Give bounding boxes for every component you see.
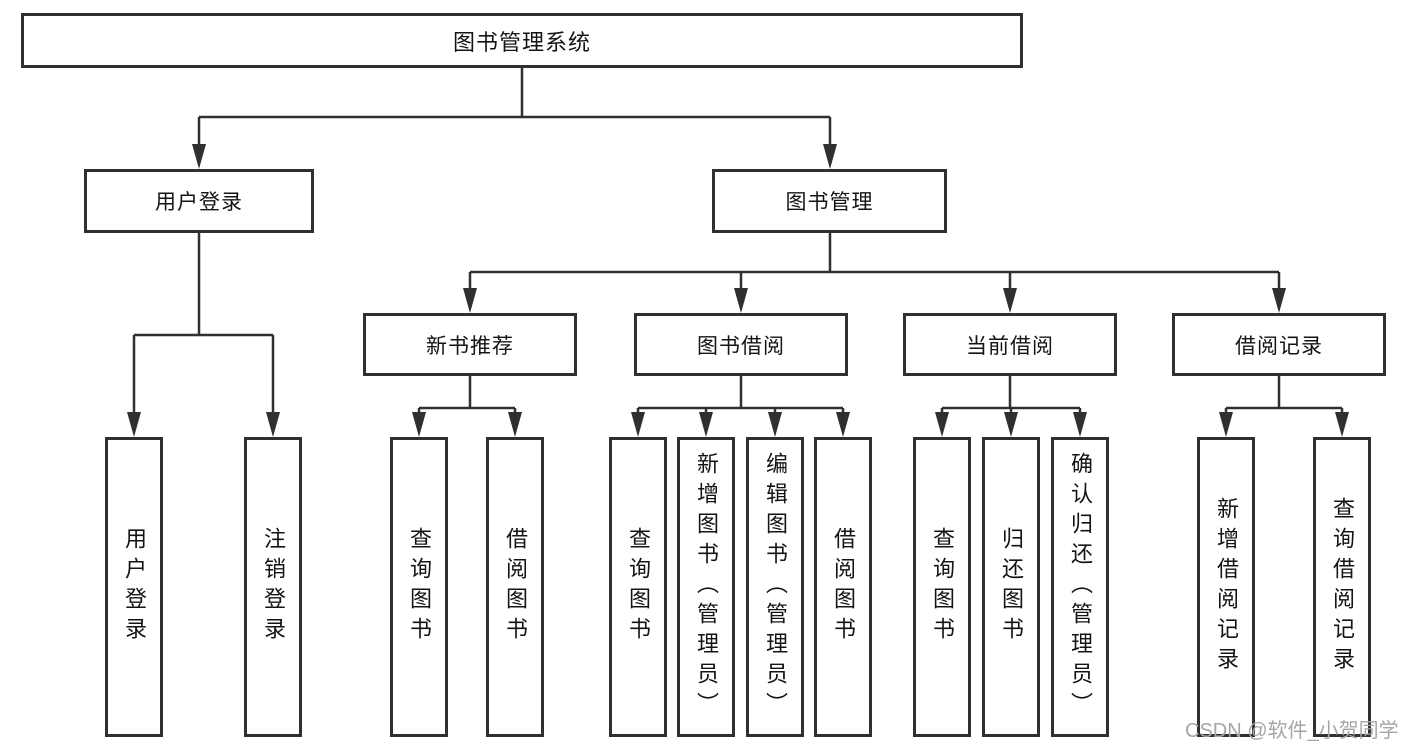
node-user-login: 用户登录 (84, 169, 314, 233)
leaf-add-borrow-record: 新增借阅记录 (1197, 437, 1255, 737)
node-library-management-system-label: 图书管理系统 (452, 29, 591, 55)
leaf-logout-label: 注销登录 (261, 527, 286, 647)
leaf-borrow-books-recommend-label: 借阅图书 (503, 527, 528, 647)
leaf-confirm-return-admin-label: 确认归还（管理员） (1068, 452, 1093, 722)
leaf-borrow-books-recommend: 借阅图书 (486, 437, 544, 737)
leaf-query-borrow-record: 查询借阅记录 (1313, 437, 1371, 737)
node-borrowing-records: 借阅记录 (1172, 313, 1386, 376)
leaf-return-books-label: 归还图书 (999, 527, 1024, 647)
node-new-book-recommendation: 新书推荐 (363, 313, 577, 376)
leaf-return-books: 归还图书 (982, 437, 1040, 737)
leaf-query-books-current-label: 查询图书 (930, 527, 955, 647)
leaf-query-books-current: 查询图书 (913, 437, 971, 737)
leaf-edit-books-admin-label: 编辑图书（管理员） (763, 452, 788, 722)
leaf-add-borrow-record-label: 新增借阅记录 (1214, 497, 1239, 677)
leaf-query-books-borrowing: 查询图书 (609, 437, 667, 737)
leaf-borrow-books: 借阅图书 (814, 437, 872, 737)
node-current-borrowing: 当前借阅 (903, 313, 1117, 376)
leaf-edit-books-admin: 编辑图书（管理员） (746, 437, 804, 737)
node-book-borrowing-label: 图书借阅 (697, 334, 785, 358)
node-new-book-recommendation-label: 新书推荐 (426, 334, 514, 358)
node-book-management: 图书管理 (712, 169, 947, 233)
leaf-query-books-recommend: 查询图书 (390, 437, 448, 737)
csdn-watermark: CSDN @软件_小贺同学 (1185, 720, 1399, 742)
node-book-borrowing: 图书借阅 (634, 313, 848, 376)
leaf-user-login-label: 用户登录 (122, 527, 147, 647)
node-book-management-label: 图书管理 (785, 191, 874, 214)
node-current-borrowing-label: 当前借阅 (966, 334, 1054, 358)
node-library-management-system: 图书管理系统 (21, 13, 1023, 68)
node-borrowing-records-label: 借阅记录 (1235, 334, 1323, 358)
leaf-confirm-return-admin: 确认归还（管理员） (1051, 437, 1109, 737)
leaf-add-books-admin-label: 新增图书（管理员） (694, 452, 719, 722)
leaf-user-login: 用户登录 (105, 437, 163, 737)
leaf-add-books-admin: 新增图书（管理员） (677, 437, 735, 737)
node-user-login-label: 用户登录 (155, 191, 243, 214)
leaf-borrow-books-label: 借阅图书 (831, 527, 856, 647)
leaf-query-borrow-record-label: 查询借阅记录 (1330, 497, 1355, 677)
leaf-query-books-borrowing-label: 查询图书 (626, 527, 651, 647)
arrowhead-icons (127, 144, 1349, 437)
leaf-logout: 注销登录 (244, 437, 302, 737)
leaf-query-books-recommend-label: 查询图书 (407, 527, 432, 647)
